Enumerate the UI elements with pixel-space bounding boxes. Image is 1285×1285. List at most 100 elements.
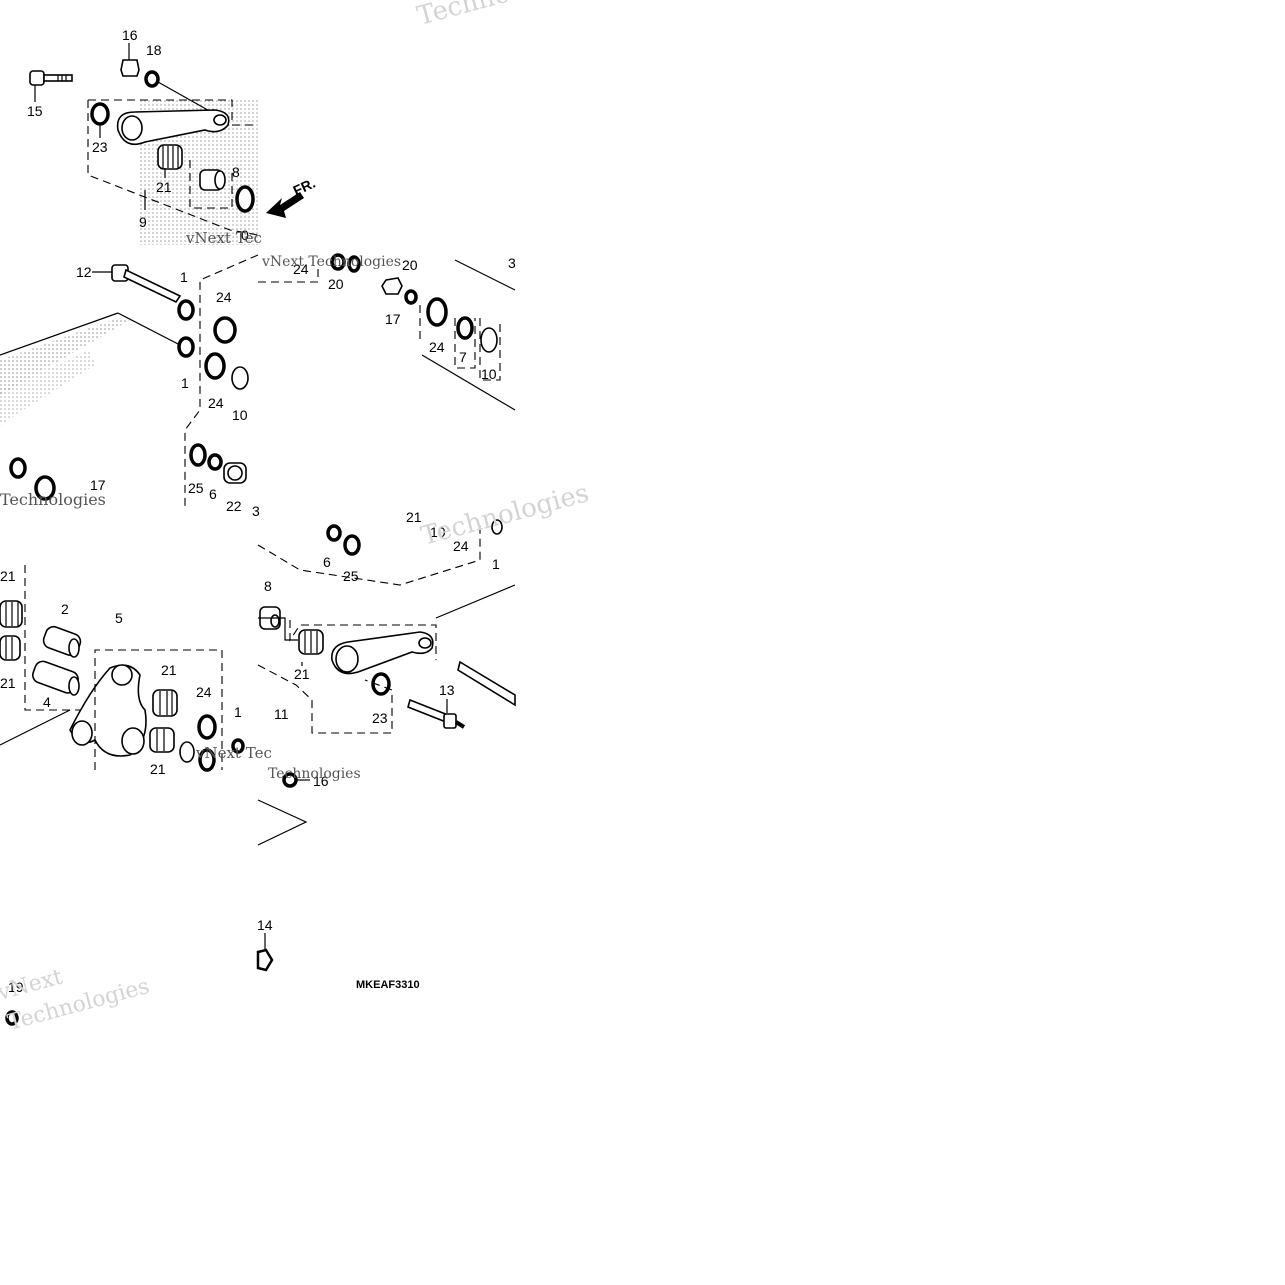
washer-10-a	[235, 185, 255, 213]
callout-24: 24	[429, 339, 445, 355]
washer-20-b	[347, 255, 361, 273]
bolt-12	[111, 264, 182, 304]
watermark: Technologies	[268, 766, 361, 782]
seal-1-a	[177, 299, 195, 321]
callout-5: 5	[115, 610, 123, 626]
seal-23-b	[371, 672, 391, 696]
bearing-21-d	[152, 689, 178, 717]
bearing-22	[223, 462, 247, 484]
callout-1: 1	[181, 375, 189, 391]
bearing-21-f	[298, 629, 324, 655]
callout-25: 25	[188, 480, 204, 496]
callout-25: 25	[343, 568, 359, 584]
oring-24-e	[197, 714, 217, 740]
seal-1-b	[177, 336, 195, 358]
tile-lower-right: 8 6 25 21 10 24 1 21 11 23 13 Technologi…	[257, 478, 592, 734]
callout-24: 24	[293, 261, 309, 277]
callout-19: 19	[8, 979, 24, 995]
bearing-21-c	[0, 635, 21, 661]
callout-24: 24	[196, 684, 212, 700]
seal-1-c	[231, 738, 245, 754]
callout-10: 10	[430, 524, 446, 540]
callout-17: 17	[90, 477, 106, 493]
callout-6: 6	[323, 554, 331, 570]
washer-18	[144, 70, 160, 88]
callout-24: 24	[216, 289, 232, 305]
callout-21: 21	[150, 761, 166, 777]
cap-14	[256, 948, 274, 972]
callout-21: 21	[294, 666, 310, 682]
watermark: Technologies	[414, 0, 588, 32]
callout-21: 21	[0, 568, 16, 584]
watermark: Technologies	[418, 478, 592, 552]
callout-24: 24	[453, 538, 469, 554]
connecting-link-9	[116, 109, 230, 146]
callout-10: 10	[232, 407, 248, 423]
washer-10-b	[231, 366, 249, 390]
tile-middle-left: 12 1 24 1 24 10 25 6 22 17 3 Technologie…	[0, 254, 260, 519]
seal-left	[9, 457, 27, 479]
bolt-15	[29, 70, 73, 86]
shock-rod	[457, 660, 516, 707]
callout-21: 21	[161, 662, 177, 678]
tile-top-left: FR. 16 18 15 23 21 8 9 0 Technologies vN…	[27, 0, 588, 247]
nut-16-b	[282, 772, 298, 788]
washer-10-c	[480, 327, 498, 353]
collar-2	[42, 625, 82, 658]
callout-6: 6	[209, 486, 217, 502]
nut-17	[381, 277, 403, 295]
spacer-6-a	[207, 453, 223, 471]
spacer-6-b	[326, 524, 342, 542]
watermark: vNext Tec	[185, 229, 262, 247]
callout-4: 4	[43, 694, 51, 710]
seal-25-a	[189, 443, 207, 467]
nut-16	[120, 59, 140, 77]
callout-17: 17	[385, 311, 401, 327]
front-arrow-label: FR.	[291, 175, 318, 199]
bolt-13	[407, 698, 466, 729]
washer-lower	[179, 741, 195, 763]
callout-8: 8	[232, 164, 240, 180]
callout-14: 14	[257, 917, 273, 933]
watermark: vNext Tec	[195, 744, 272, 762]
callout-21: 21	[156, 179, 172, 195]
diagram-code: MKEAF3310	[356, 979, 420, 991]
callout-20: 20	[328, 276, 344, 292]
callout-15: 15	[27, 103, 43, 119]
bearing-21-a	[157, 144, 183, 170]
seal-25-b	[343, 534, 361, 556]
callout-11: 11	[274, 706, 289, 722]
callout-1: 1	[492, 556, 500, 572]
callout-1: 1	[234, 704, 242, 720]
callout-9: 9	[139, 214, 147, 230]
callout-21: 21	[0, 675, 16, 691]
oring-lower	[198, 748, 216, 772]
tile-lower-left: 21 2 5 21 21 4 24 1 21 vNext Tec	[0, 565, 272, 777]
connecting-link-11	[331, 631, 434, 675]
callout-18: 18	[146, 42, 162, 58]
oring-24-a	[213, 316, 237, 344]
spacer-7	[456, 316, 474, 340]
washer-20-a	[330, 253, 346, 271]
callout-23: 23	[372, 710, 388, 726]
collar-8-a	[199, 169, 226, 191]
callout-22: 22	[226, 498, 242, 514]
callout-1: 1	[180, 269, 188, 285]
front-direction-arrow: FR.	[266, 175, 318, 218]
callout-8: 8	[264, 578, 272, 594]
callout-0: 0	[241, 227, 249, 243]
callout-12: 12	[76, 264, 92, 280]
callout-20: 20	[402, 257, 418, 273]
tile-bottom: 16 14 MKEAF3310 19 vNext Technologies Te…	[0, 766, 420, 1036]
oring-24-d	[426, 297, 448, 327]
collar-4	[32, 660, 80, 696]
bearing-21-b	[0, 600, 23, 628]
callout-7: 7	[459, 349, 467, 365]
callout-16: 16	[122, 27, 138, 43]
washer-20-c	[404, 289, 418, 305]
callout-2: 2	[61, 601, 69, 617]
seal-1-d	[491, 519, 503, 535]
callout-10: 10	[481, 366, 497, 382]
callout-24: 24	[208, 395, 224, 411]
